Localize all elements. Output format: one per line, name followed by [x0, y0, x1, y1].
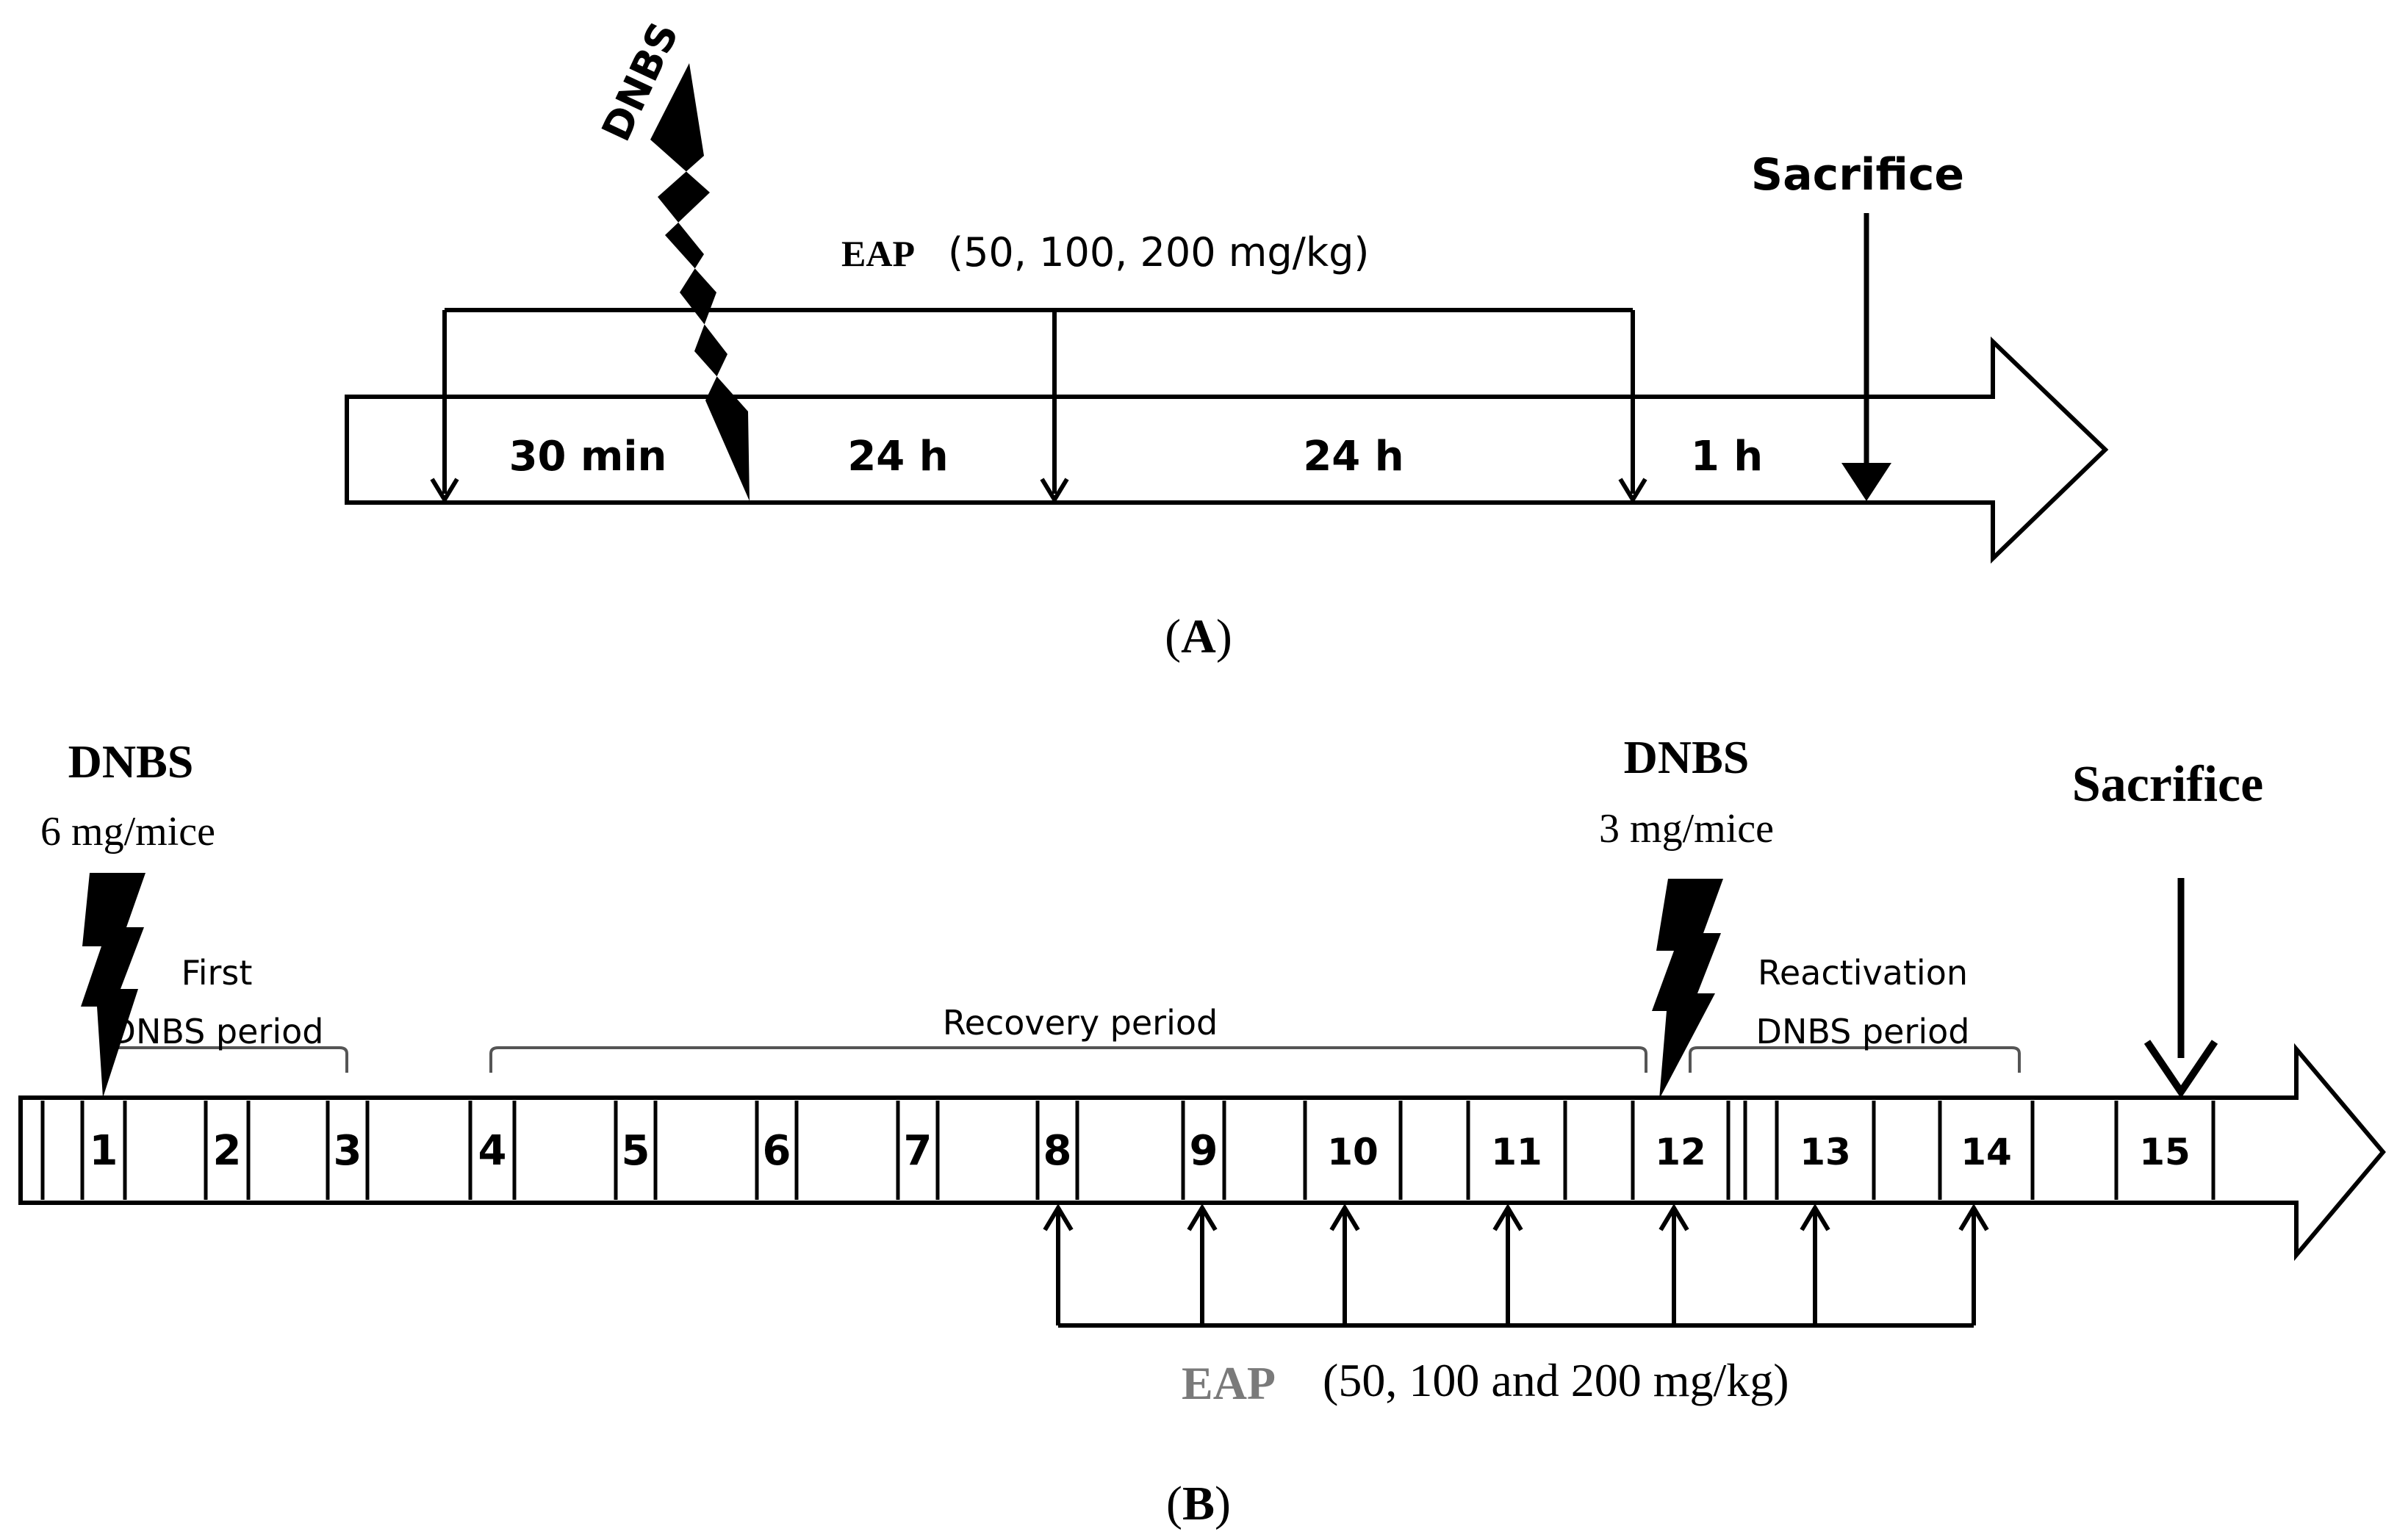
- day-label: 5: [622, 1127, 650, 1175]
- dnbs-second-dose: 3 mg/mice: [1599, 806, 1774, 852]
- panel-b-caption: (B): [1166, 1477, 1231, 1530]
- day-label: 6: [763, 1127, 791, 1175]
- day-label: 13: [1800, 1131, 1851, 1173]
- day-label: 1: [90, 1127, 118, 1175]
- day-label: 15: [2139, 1131, 2191, 1173]
- day-label: 7: [904, 1127, 932, 1175]
- reactivation-period-label-line1: Reactivation: [1758, 953, 1968, 993]
- dnbs-second-label: DNBS: [1624, 731, 1750, 783]
- reactivation-period-bracket: [1689, 1046, 2021, 1073]
- up-arrow-icon: [1958, 1203, 1989, 1231]
- eap-treatment-bracket: [442, 308, 1635, 494]
- day-label: 12: [1655, 1131, 1706, 1173]
- dnbs-first-dose: 6 mg/mice: [40, 809, 215, 854]
- panel-a: Sacrifice EAP (50, 100, 200 mg/kg) 30 mi…: [345, 15, 2109, 663]
- interval-30min: 30 min: [509, 433, 667, 481]
- eap-label-b: EAP: [1182, 1357, 1276, 1409]
- recovery-period-label: Recovery period: [943, 1003, 1218, 1043]
- interval-24h-first: 24 h: [847, 433, 948, 481]
- dnbs-first-label: DNBS: [68, 735, 194, 788]
- lightning-bolt-icon: [1652, 879, 1723, 1099]
- sacrifice-arrow-icon: [2143, 878, 2218, 1098]
- interval-24h-second: 24 h: [1303, 433, 1404, 481]
- up-arrow-icon: [1329, 1203, 1360, 1231]
- first-period-bracket: [107, 1046, 348, 1073]
- up-arrow-icon: [1800, 1203, 1830, 1231]
- panel-a-caption: (A): [1165, 610, 1232, 663]
- first-period-label-line1: First: [182, 953, 253, 993]
- up-arrow-icon: [1043, 1203, 1074, 1231]
- day-label: 3: [334, 1127, 362, 1175]
- up-arrow-icon: [1659, 1203, 1689, 1231]
- up-arrow-icon: [1187, 1203, 1218, 1231]
- day-label: 4: [478, 1127, 507, 1175]
- lightning-bolt-icon: [81, 873, 145, 1098]
- day-label: 9: [1190, 1127, 1218, 1175]
- timeline-arrow-icon: [345, 336, 2109, 564]
- sacrifice-label-b: Sacrifice: [2072, 756, 2263, 813]
- day-label: 11: [1491, 1131, 1542, 1173]
- sacrifice-arrow-icon: [1841, 213, 1891, 501]
- lightning-bolt-icon: [650, 63, 750, 501]
- day-label: 2: [213, 1127, 242, 1175]
- sacrifice-label: Sacrifice: [1751, 149, 1964, 201]
- up-arrow-icon: [1492, 1203, 1523, 1231]
- eap-dosing-arrows: [1043, 1203, 1989, 1328]
- reactivation-period-label-line2: DNBS period: [1756, 1012, 1970, 1051]
- timeline-arrow-icon: [18, 1043, 2386, 1262]
- eap-doses: (50, 100, 200 mg/kg): [948, 229, 1369, 276]
- eap-doses-b: (50, 100 and 200 mg/kg): [1323, 1354, 1789, 1406]
- day-label: 8: [1043, 1127, 1072, 1175]
- period-brackets: [107, 1046, 2021, 1073]
- down-arrow-icon: [430, 478, 1647, 504]
- recovery-period-bracket: [489, 1046, 1647, 1073]
- eap-label: EAP: [841, 233, 915, 274]
- first-period-label-line2: DNBS period: [110, 1012, 324, 1051]
- day-label: 10: [1327, 1131, 1379, 1173]
- interval-1h: 1 h: [1691, 433, 1763, 481]
- day-label: 14: [1961, 1131, 2012, 1173]
